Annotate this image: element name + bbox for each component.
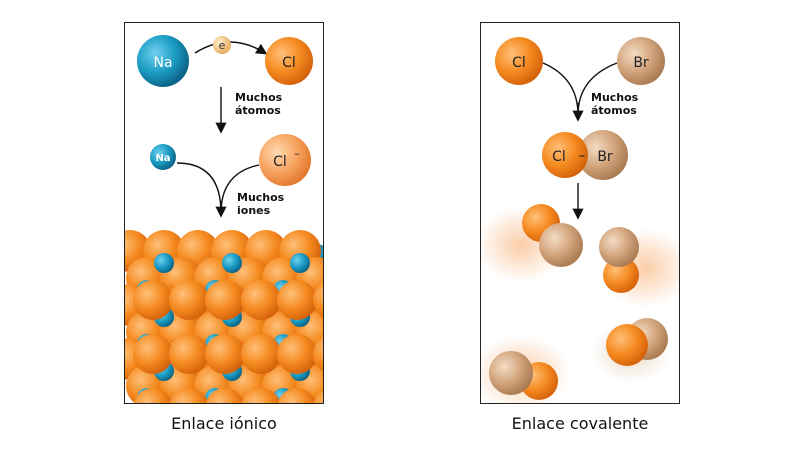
- lattice-chloride-ion: [313, 336, 323, 372]
- lattice-chloride-ion: [205, 388, 245, 403]
- ionic-crystal-lattice: [125, 230, 323, 403]
- lattice-chloride-ion: [169, 334, 209, 374]
- step1-label: Muchos átomos: [235, 91, 286, 117]
- lattice-chloride-ion: [313, 390, 323, 403]
- lattice-chloride-ion: [169, 388, 209, 403]
- lattice-chloride-ion: [277, 388, 317, 403]
- lattice-chloride-ion: [241, 388, 281, 403]
- covalent-step1-line2: átomos: [591, 104, 637, 117]
- free-molecule-1: [522, 204, 583, 267]
- step2-label: Muchos iones: [237, 191, 288, 217]
- chlorine-atom: Cl: [265, 37, 313, 85]
- molecule-chlorine-label: Cl: [552, 149, 566, 165]
- lattice-chloride-ion: [205, 334, 245, 374]
- free-molecule-4: [489, 351, 558, 400]
- lattice-chloride-ion: [133, 280, 173, 320]
- sodium-atom: Na: [137, 35, 189, 87]
- lattice-chloride-ion: [205, 280, 245, 320]
- step2-line1: Muchos: [237, 191, 285, 204]
- cl-br-molecule: Cl – Br: [542, 130, 628, 180]
- covalent-bond-diagram: Cl Br Muchos átomos Cl – Br: [481, 37, 679, 403]
- covalent-bond-panel: Cl Br Muchos átomos Cl – Br: [480, 22, 680, 404]
- electron-label: e: [219, 39, 226, 52]
- sodium-ion: Na: [150, 144, 176, 170]
- free-molecule-3: [606, 318, 668, 366]
- sodium-label: Na: [153, 55, 172, 71]
- lattice-chloride-ion: [313, 282, 323, 318]
- electron: e: [213, 36, 231, 54]
- lattice-chloride-ion: [277, 334, 317, 374]
- ionic-bond-caption: Enlace iónico: [171, 414, 277, 433]
- molecule-bromine-label: Br: [597, 149, 613, 165]
- free-molecule-2: [599, 227, 639, 293]
- molecule-bond-label: –: [579, 148, 586, 164]
- step1-line2: átomos: [235, 104, 281, 117]
- lattice-sodium-ion: [290, 253, 310, 273]
- bromine-atom: Br: [617, 37, 665, 85]
- covalent-chlorine-atom: Cl: [495, 37, 543, 85]
- ionic-bond-diagram: Na e Cl Muchos átomos Na Cl –: [125, 35, 323, 403]
- step1-line1: Muchos: [235, 91, 283, 104]
- lattice-sodium-ion: [154, 253, 174, 273]
- lattice-sodium-ion: [222, 253, 242, 273]
- lattice-chloride-ion: [241, 280, 281, 320]
- covalent-chlorine-label: Cl: [512, 55, 526, 71]
- lattice-chloride-ion: [133, 334, 173, 374]
- covalent-bond-caption: Enlace covalente: [511, 414, 649, 433]
- covalent-step1-line1: Muchos: [591, 91, 639, 104]
- chloride-ion: Cl –: [259, 134, 311, 186]
- chloride-charge: –: [294, 147, 300, 160]
- bromine-label: Br: [633, 55, 649, 71]
- covalent-merge-left: [542, 62, 579, 116]
- lattice-chloride-ion: [277, 280, 317, 320]
- sodium-ion-label: Na: [155, 153, 170, 164]
- ionic-bond-panel: Na e Cl Muchos átomos Na Cl –: [124, 22, 324, 404]
- merge-curve-left: [176, 162, 222, 214]
- covalent-step1-label: Muchos átomos: [591, 91, 642, 117]
- chloride-ion-label: Cl: [273, 154, 287, 170]
- lattice-chloride-ion: [241, 334, 281, 374]
- chlorine-label: Cl: [282, 55, 296, 71]
- step2-line2: iones: [237, 204, 271, 217]
- lattice-chloride-ion: [169, 280, 209, 320]
- lattice-chloride-ion: [133, 388, 173, 403]
